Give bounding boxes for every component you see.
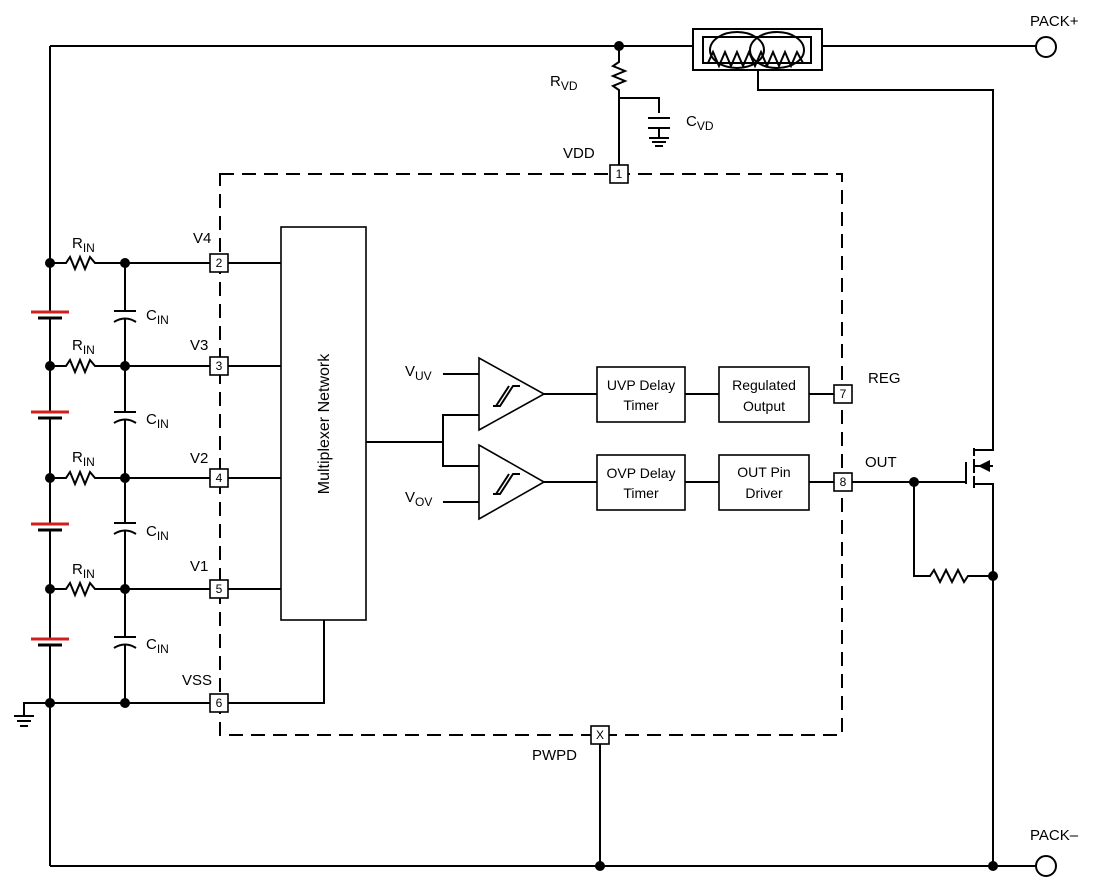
ovp-delay-timer-block	[596, 454, 686, 511]
out-label: OUT	[865, 454, 897, 471]
mosfet	[965, 448, 994, 866]
rin-label-2: RIN	[72, 337, 95, 357]
ground-symbol	[14, 702, 50, 727]
cin-label-4: CIN	[146, 636, 169, 656]
pack-plus-label: PACK+	[1030, 13, 1079, 30]
mux-to-comparators-wires	[366, 414, 481, 467]
rc-row-v2	[45, 469, 210, 487]
cin-label-3: CIN	[146, 523, 169, 543]
rvd-resistor	[610, 46, 628, 98]
v3-label: V3	[190, 337, 208, 354]
svg-text:6: 6	[216, 696, 223, 710]
pin-5: 5	[209, 579, 229, 599]
cin-label-1: CIN	[146, 307, 169, 327]
uvp-delay-timer-label-2: Timer	[623, 397, 659, 413]
rin-label-4: RIN	[72, 561, 95, 581]
out-pin-driver-block	[718, 454, 810, 511]
out-pin-driver-label-2: Driver	[745, 485, 783, 501]
battery-stack	[31, 258, 69, 866]
pin-7: 7	[833, 384, 853, 404]
ovp-delay-timer-label-1: OVP Delay	[607, 465, 676, 481]
pack-minus-label: PACK–	[1030, 827, 1079, 844]
pwpd-label: PWPD	[532, 747, 577, 764]
mux-input-wires	[228, 262, 325, 704]
fuse-element	[692, 28, 994, 448]
pack-minus-terminal	[1035, 855, 1057, 877]
uvp-delay-timer-block	[596, 366, 686, 423]
rc-row-v3	[45, 357, 210, 375]
pin-6: 6	[209, 693, 229, 713]
svg-text:5: 5	[216, 582, 223, 596]
pin-3: 3	[209, 356, 229, 376]
multiplexer-network-block	[280, 226, 367, 621]
rc-row-v1	[45, 580, 210, 598]
out-pin-driver-label-1: OUT Pin	[737, 464, 790, 480]
svg-text:7: 7	[840, 387, 847, 401]
pack-plus-rail	[49, 41, 1036, 258]
rin-label-3: RIN	[72, 449, 95, 469]
ov-comparator	[443, 443, 546, 521]
vuv-label: VUV	[405, 363, 432, 383]
regulated-output-label-2: Output	[743, 398, 785, 414]
regulated-output-block	[718, 366, 810, 423]
vdd-label: VDD	[563, 145, 595, 162]
cin-capacitors	[113, 263, 137, 703]
vov-label: VOV	[405, 489, 432, 509]
svg-text:8: 8	[840, 475, 847, 489]
svg-text:4: 4	[216, 471, 223, 485]
cvd-label: CVD	[686, 113, 714, 133]
svg-text:3: 3	[216, 359, 223, 373]
uv-comparator	[443, 356, 546, 432]
pin-1: 1	[609, 164, 629, 184]
regulated-output-label-1: Regulated	[732, 377, 796, 393]
svg-text:2: 2	[216, 256, 223, 270]
rc-row-vss	[45, 698, 210, 708]
pin-4: 4	[209, 468, 229, 488]
cin-label-2: CIN	[146, 411, 169, 431]
v1-label: V1	[190, 558, 208, 575]
rc-row-v4	[45, 254, 210, 272]
pin-2: 2	[209, 253, 229, 273]
ovp-delay-timer-label-2: Timer	[623, 485, 659, 501]
rin-label-1: RIN	[72, 235, 95, 255]
vss-label: VSS	[182, 672, 212, 689]
v4-label: V4	[193, 230, 211, 247]
svg-text:X: X	[596, 728, 604, 742]
out-gate-network	[852, 477, 998, 585]
multiplexer-network-label: Multiplexer Network	[316, 353, 333, 494]
pack-minus-rail	[50, 744, 1036, 871]
pin-x: X	[590, 725, 610, 745]
v2-label: V2	[190, 450, 208, 467]
svg-text:1: 1	[616, 167, 623, 181]
uvp-delay-timer-label-1: UVP Delay	[607, 377, 675, 393]
cvd-capacitor	[619, 97, 670, 147]
pin-8: 8	[833, 472, 853, 492]
pack-plus-terminal	[1035, 36, 1057, 58]
ic-boundary	[219, 173, 843, 736]
reg-label: REG	[868, 370, 901, 387]
rvd-label: RVD	[550, 73, 578, 93]
